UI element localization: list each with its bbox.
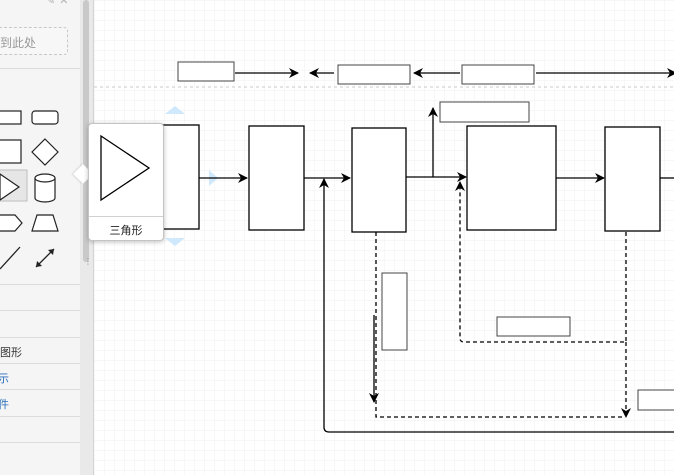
rectangle-icon[interactable]	[0, 110, 22, 125]
library-item-link[interactable]: 件	[0, 398, 9, 411]
label-box[interactable]	[637, 389, 674, 411]
diamond-icon[interactable]	[31, 138, 59, 166]
trapezoid-icon[interactable]	[31, 214, 59, 232]
vertical-label-box[interactable]	[381, 272, 408, 351]
top-label-box-3[interactable]	[461, 64, 535, 85]
divider	[0, 310, 80, 311]
process-block-5[interactable]	[604, 126, 661, 232]
top-label-box-2[interactable]	[337, 64, 411, 85]
drop-zone-text: 拖到此处	[0, 36, 37, 50]
divider	[0, 337, 80, 338]
divider	[0, 389, 80, 390]
library-item-shapes[interactable]: 图形	[0, 346, 22, 359]
dashed-connector[interactable]	[455, 181, 627, 343]
divider	[0, 68, 80, 69]
top-label-box-1[interactable]	[177, 61, 235, 82]
edit-icon[interactable]: ✎	[46, 0, 56, 7]
divider	[0, 284, 80, 285]
triangle-preview-icon	[100, 134, 151, 202]
diagram-canvas[interactable]	[94, 0, 674, 475]
dashed-connector[interactable]	[375, 232, 625, 418]
hexagon-icon[interactable]	[0, 214, 23, 232]
scratchpad-drop-zone[interactable]	[0, 27, 68, 55]
pane-tools: ✎✕	[46, 0, 72, 7]
annotation-box[interactable]	[439, 101, 530, 123]
process-block-2[interactable]	[248, 125, 305, 231]
square-icon[interactable]	[0, 139, 22, 164]
resize-grip-icon[interactable]: ⋮	[84, 257, 92, 266]
shape-preview-tooltip: 三角形	[88, 123, 164, 241]
selection-hint-up-icon[interactable]	[165, 106, 185, 114]
tooltip-label: 三角形	[109, 224, 143, 237]
divider	[0, 363, 80, 364]
scrollbar-thumb[interactable]	[83, 0, 89, 262]
tooltip-divider	[89, 216, 163, 217]
label-box[interactable]	[496, 316, 571, 337]
process-block-1[interactable]	[159, 124, 200, 230]
shape-palette	[0, 110, 59, 270]
selection-hint-down-icon[interactable]	[165, 238, 185, 246]
bidirectional-arrow-icon[interactable]	[35, 248, 55, 268]
close-icon[interactable]: ✕	[59, 0, 69, 7]
process-block-4[interactable]	[466, 125, 557, 231]
cylinder-icon[interactable]	[34, 173, 56, 203]
divider	[0, 442, 80, 443]
line-icon[interactable]	[0, 246, 21, 270]
library-item-link[interactable]: 示	[0, 372, 9, 385]
feedback-line[interactable]	[319, 178, 674, 433]
process-block-3[interactable]	[351, 127, 407, 233]
triangle-icon-selected[interactable]	[0, 169, 28, 202]
shape-sidebar: ✎✕ 拖到此处 图形 示 件	[0, 0, 80, 475]
divider	[0, 416, 80, 417]
rounded-rectangle-icon[interactable]	[31, 110, 59, 125]
